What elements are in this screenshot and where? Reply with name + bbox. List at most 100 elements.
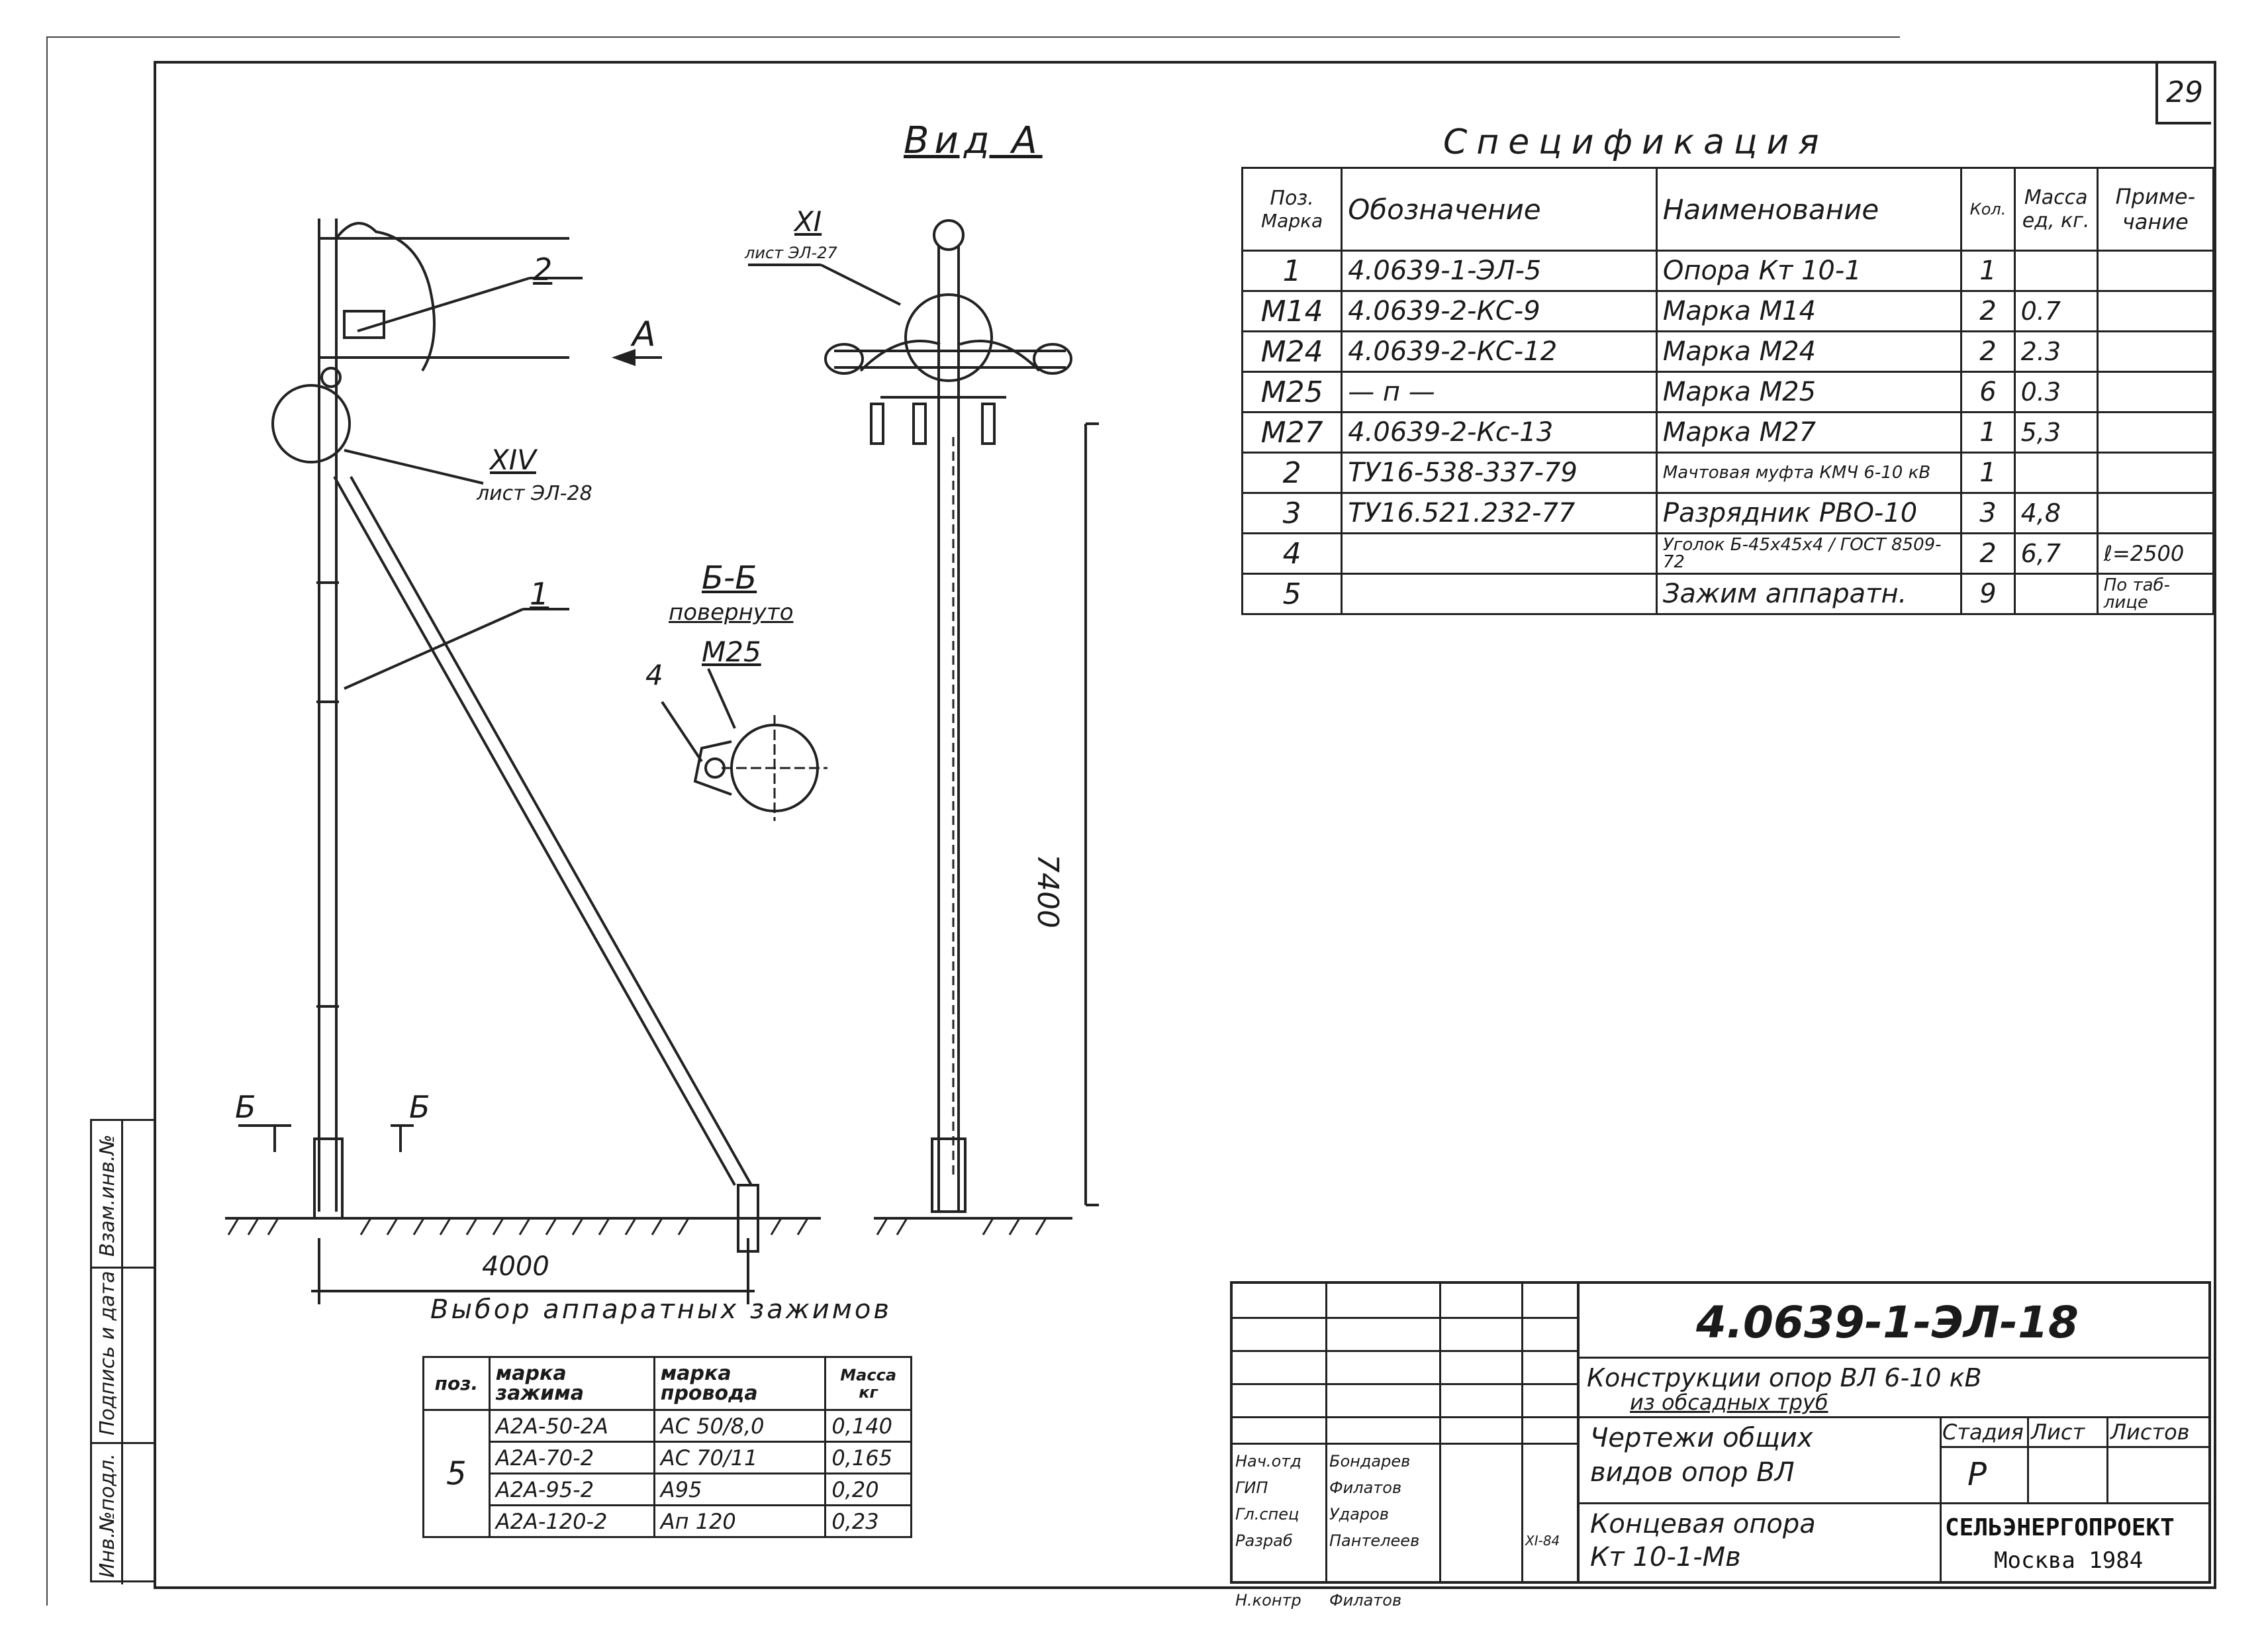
- section-mark-right: Б: [409, 1089, 430, 1125]
- spec-cell-designation: [1341, 573, 1658, 615]
- spec-cell-name: Мачтовая муфта КМЧ 6-10 кВ: [1655, 452, 1963, 494]
- signature-name: Бондарев: [1329, 1452, 1411, 1471]
- spec-cell-mass: 0.7: [2013, 290, 2099, 332]
- spec-cell-mass: 6,7: [2013, 532, 2099, 575]
- spec-header-pos: Поз.: [1270, 187, 1314, 210]
- section-bb-callout-4: 4: [645, 659, 663, 691]
- side-stamp: Взам.инв.№ Подпись и дата Инв.№подл.: [90, 1119, 156, 1584]
- stage-label: Стадия: [1942, 1420, 2024, 1445]
- spec-cell-name: Марка М14: [1655, 290, 1963, 332]
- node-xi-ref: лист ЭЛ-27: [745, 244, 837, 262]
- clamp-cell-wire: АС 70/11: [653, 1441, 827, 1474]
- spec-cell-pos: М25: [1241, 371, 1343, 413]
- signature-role: Нач.отд: [1235, 1452, 1301, 1471]
- section-mark-left: Б: [235, 1089, 256, 1125]
- drawing-title-line2: Кт 10-1-Мв: [1590, 1542, 1741, 1572]
- clamp-table-title: Выбор аппаратных зажимов: [430, 1294, 892, 1325]
- spec-cell-name: Опора Кт 10-1: [1655, 250, 1963, 292]
- spec-cell-qty: 6: [1960, 371, 2016, 413]
- spec-cell-mass: [2013, 250, 2099, 292]
- clamp-cell-mass: 0,20: [824, 1473, 912, 1506]
- sheet-title-line1: Чертежи общих: [1590, 1423, 1813, 1453]
- sheet-number-box: 29: [2155, 61, 2211, 124]
- spec-header-note2: чание: [2122, 209, 2189, 234]
- spec-cell-name: Разрядник РВО-10: [1655, 492, 1963, 534]
- spec-header-pos2: Марка: [1261, 210, 1323, 232]
- signature-name: Филатов: [1329, 1591, 1402, 1610]
- spec-cell-pos: 4: [1241, 532, 1343, 575]
- spec-cell-mass: [2013, 573, 2099, 615]
- signature-name: Пантелеев: [1329, 1531, 1420, 1550]
- spec-cell-qty: 1: [1960, 452, 2016, 494]
- dimension-4000: 4000: [482, 1251, 549, 1282]
- spec-cell-qty: 2: [1960, 532, 2016, 575]
- clamp-cell-mass: 0,165: [824, 1441, 912, 1474]
- outer-frame-top: [46, 36, 1900, 38]
- view-a-title: Вид А: [904, 119, 1043, 162]
- section-bb-callout-m25: М25: [702, 636, 761, 668]
- spec-cell-note: [2096, 411, 2215, 454]
- spec-cell-designation: 4.0639-2-Кс-13: [1341, 411, 1658, 454]
- node-xiv-label: XIV: [490, 444, 536, 476]
- drawing-frame: [154, 61, 2216, 1589]
- stage-value: Р: [1967, 1456, 1987, 1493]
- clamp-cell-mass: 0,140: [824, 1409, 912, 1443]
- spec-cell-note: [2096, 290, 2215, 332]
- clamp-cell-clamp: А2А-50-2А: [488, 1409, 655, 1443]
- dimension-7400: 7400: [1031, 854, 1064, 928]
- clamp-table: поз. марка зажима марка провода Масса кг…: [422, 1356, 912, 1538]
- spec-cell-pos: М14: [1241, 290, 1343, 332]
- clamp-cell-wire: АС 50/8,0: [653, 1409, 827, 1443]
- spec-cell-qty: 2: [1960, 290, 2016, 332]
- spec-cell-designation: ТУ16.521.232-77: [1341, 492, 1658, 534]
- clamp-header-mass: Масса кг: [824, 1356, 912, 1411]
- spec-cell-mass: 2.3: [2013, 330, 2099, 373]
- spec-header-row: Поз.Марка Обозначение Наименование Кол. …: [1241, 167, 2215, 252]
- spec-cell-pos: 3: [1241, 492, 1343, 534]
- clamp-cell-clamp: А2А-95-2: [488, 1473, 655, 1506]
- spec-cell-name: Марка М25: [1655, 371, 1963, 413]
- section-bb-drawing: [661, 668, 827, 821]
- clamp-cell-clamp: А2А-120-2: [488, 1504, 655, 1538]
- clamp-cell-wire: Ап 120: [653, 1504, 827, 1538]
- side-view-pole: [748, 219, 1099, 1235]
- signature-role: Н.контр: [1235, 1591, 1301, 1610]
- clamp-cell-pos: 5: [422, 1409, 491, 1538]
- spec-cell-mass: [2013, 452, 2099, 494]
- spec-cell-note: [2096, 492, 2215, 534]
- clamp-header-row: поз. марка зажима марка провода Масса кг: [422, 1356, 912, 1411]
- clamp-cell-clamp: А2А-70-2: [488, 1441, 655, 1474]
- node-xiv-ref: лист ЭЛ-28: [477, 482, 592, 505]
- sheet-number: 29: [2166, 75, 2203, 109]
- spec-cell-pos: 1: [1241, 250, 1343, 292]
- spec-cell-mass: 0.3: [2013, 371, 2099, 413]
- spec-header-name: Наименование: [1655, 167, 1963, 252]
- spec-header-designation: Обозначение: [1341, 167, 1658, 252]
- spec-title: Спецификация: [1443, 122, 1828, 162]
- spec-cell-pos: М24: [1241, 330, 1343, 373]
- spec-header-mass: Масса: [2024, 186, 2088, 209]
- node-xi-label: XI: [794, 205, 822, 238]
- spec-cell-note: ℓ=2500: [2096, 532, 2215, 575]
- spec-cell-pos: М27: [1241, 411, 1343, 454]
- project-line1: Конструкции опор ВЛ 6-10 кВ: [1587, 1363, 1982, 1392]
- spec-cell-note: [2096, 250, 2215, 292]
- spec-cell-pos: 5: [1241, 573, 1343, 615]
- clamp-header-wire: марка провода: [653, 1356, 827, 1411]
- sheet-title-line2: видов опор ВЛ: [1590, 1457, 1795, 1488]
- signature-role: ГИП: [1235, 1478, 1268, 1497]
- clamp-header-clamp: марка зажима: [488, 1356, 655, 1411]
- spec-cell-designation: ТУ16-538-337-79: [1341, 452, 1658, 494]
